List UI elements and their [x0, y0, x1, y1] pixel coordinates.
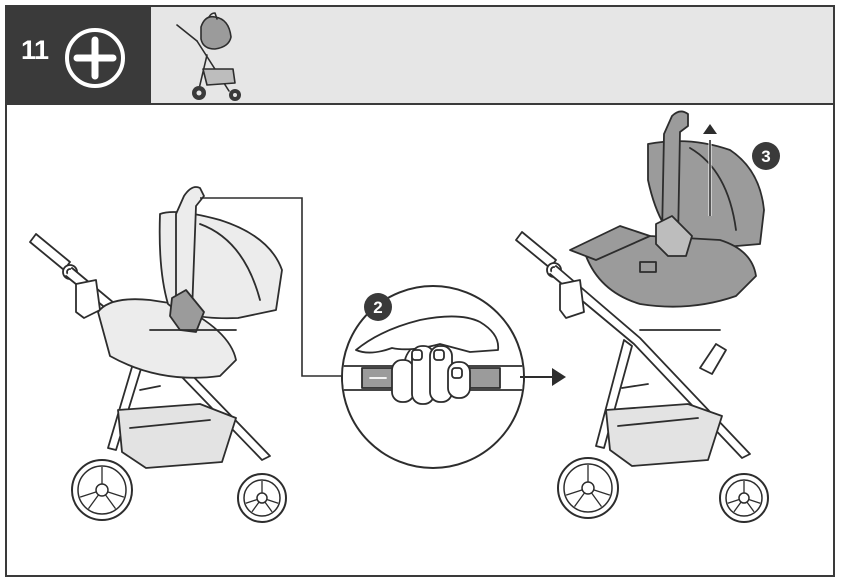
- step-header: 11: [7, 7, 833, 105]
- stroller-with-car-seat: [29, 186, 283, 469]
- step-badge-3: [752, 142, 780, 170]
- step-badge-2: [364, 293, 392, 321]
- handle-detail-circle: [341, 285, 525, 469]
- step-number: 11: [21, 35, 49, 65]
- detail-leader-line: [200, 197, 350, 377]
- step-badge-2-label: 2: [373, 298, 382, 317]
- step-number-box: 11: [7, 7, 151, 103]
- lifted-car-seat: [569, 110, 765, 308]
- empty-stroller: [515, 231, 751, 467]
- up-arrow-icon: [703, 124, 717, 134]
- stroller-thumbnail-icon: [176, 12, 241, 101]
- step-badge-3-label: 3: [761, 147, 770, 166]
- plus-circle-icon: [65, 28, 125, 88]
- arrow-head-icon: [552, 368, 566, 386]
